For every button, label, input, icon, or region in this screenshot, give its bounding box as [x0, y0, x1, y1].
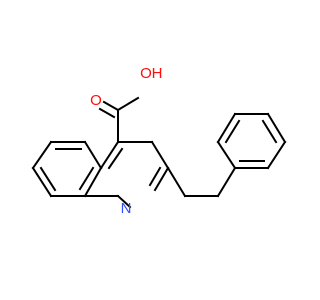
carboxylic-acid-group — [98, 96, 140, 143]
carbonyl-oxygen-label: O — [90, 92, 102, 109]
bond — [116, 194, 132, 209]
benzyl-group — [166, 112, 287, 198]
bond — [216, 140, 237, 170]
carbonyl-bond — [98, 107, 116, 119]
bond — [31, 140, 53, 170]
double-bond-inner — [39, 166, 57, 192]
bond — [31, 166, 53, 198]
bond — [266, 140, 287, 170]
bond — [99, 140, 120, 170]
double-bond-inner — [148, 166, 162, 187]
bond — [150, 140, 170, 170]
carbonyl-bond — [102, 100, 120, 112]
bond — [153, 166, 170, 192]
bond — [216, 112, 237, 144]
pyridine-ring — [84, 140, 170, 209]
double-bond-inner — [224, 119, 241, 144]
hydroxyl-oh-h-label: H — [152, 65, 163, 82]
chemical-structure-drawing: O H O N — [31, 65, 287, 217]
bond — [216, 166, 237, 198]
bond — [83, 140, 103, 170]
hydroxyl-oxygen-label: O — [140, 65, 152, 82]
double-bond-inner — [107, 147, 124, 170]
bond — [266, 112, 287, 144]
ring-nitrogen-label: N — [121, 200, 132, 217]
benzo-ring — [31, 140, 103, 198]
bond — [166, 166, 187, 198]
bond — [116, 96, 140, 112]
double-bond-inner — [78, 166, 95, 191]
bond — [83, 166, 103, 198]
double-bond-inner — [261, 119, 278, 144]
